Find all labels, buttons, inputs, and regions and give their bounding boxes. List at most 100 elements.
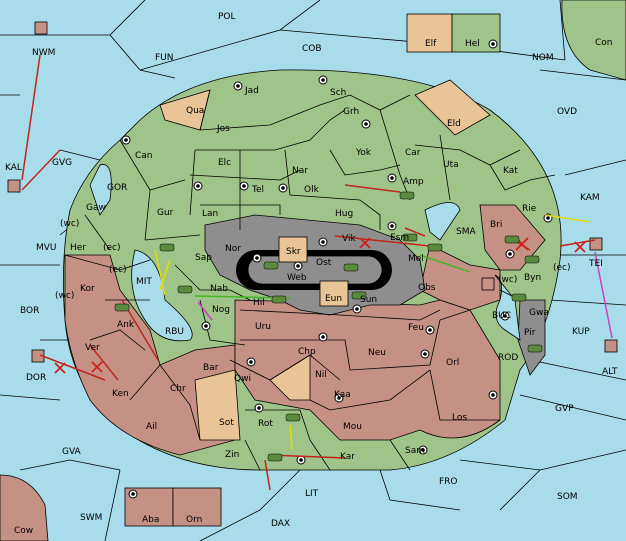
label-pol: POL xyxy=(218,12,236,22)
order-kal-nwm xyxy=(21,54,41,181)
label-zin: Zin xyxy=(225,450,239,460)
label-gvg: GVG xyxy=(52,158,72,168)
label-web: Web xyxy=(287,273,307,283)
label-con: Con xyxy=(595,38,613,48)
label-rie: Rie xyxy=(522,204,537,214)
label-eun: Eun xyxy=(325,294,342,304)
territory-orn xyxy=(172,487,222,527)
order-zin-kar xyxy=(269,454,346,459)
label-tei: TEI xyxy=(588,259,603,269)
army-unit xyxy=(399,191,415,200)
territory-skr-top xyxy=(278,236,308,263)
label-kor: Kor xyxy=(80,284,95,294)
label-mit: MIT xyxy=(136,277,152,287)
label-som: SOM xyxy=(557,492,578,502)
label-ken: Ken xyxy=(112,389,129,399)
label-ail: Ail xyxy=(146,422,157,432)
label-rod: ROD xyxy=(498,353,518,363)
label-aba: Aba xyxy=(142,515,159,525)
label-los: Los xyxy=(452,413,467,423)
territory-buc-box xyxy=(481,277,495,291)
order-kal-gvg xyxy=(21,149,61,191)
label-coast: (ec) xyxy=(109,265,127,275)
label-esm: Esm xyxy=(390,233,409,243)
label-nab: Nab xyxy=(210,284,228,294)
label-eld: Eld xyxy=(447,119,461,129)
label-elf: Elf xyxy=(425,39,437,49)
label-gwa: Gwa xyxy=(529,308,549,318)
label-her: Her xyxy=(70,243,86,253)
label-mvu: MVU xyxy=(36,243,57,253)
province-borders xyxy=(64,89,556,471)
label-rot: Rot xyxy=(258,419,273,429)
units xyxy=(114,191,543,462)
label-kal: KAL xyxy=(5,163,22,173)
label-can: Can xyxy=(135,151,153,161)
label-kup: KUP xyxy=(572,327,590,337)
order-mel-obs xyxy=(419,254,471,273)
label-hel: Hel xyxy=(465,39,480,49)
label-sam: Sam xyxy=(405,446,425,456)
label-nwm: NWM xyxy=(32,48,55,58)
label-orn: Orn xyxy=(186,515,202,525)
army-unit xyxy=(114,303,130,312)
army-unit xyxy=(524,255,540,264)
label-ank: Ank xyxy=(117,320,135,330)
label-alt: ALT xyxy=(602,367,618,377)
label-nog: Nog xyxy=(212,305,230,315)
label-ver: Ver xyxy=(85,343,100,353)
supply-centers xyxy=(121,39,553,499)
label-fun: FUN xyxy=(155,53,174,63)
territory-cow xyxy=(0,474,49,541)
label-jos: Jos xyxy=(216,124,230,134)
label-gva: GVA xyxy=(62,447,82,457)
label-nil: Nil xyxy=(315,370,327,380)
label-pir: Pir xyxy=(524,328,536,338)
label-hil: Hil xyxy=(253,298,265,308)
label-sun: Sun xyxy=(360,295,377,305)
label-chp: Chp xyxy=(298,347,316,357)
label-kat: Kat xyxy=(503,166,518,176)
label-gur: Gur xyxy=(157,208,174,218)
sea-sma xyxy=(424,202,461,241)
label-tel: Tel xyxy=(251,185,264,195)
label-jad: Jad xyxy=(244,86,259,96)
sea-labels: POL FUN COB NOM OVD GVG KAM MVU BOR SMA … xyxy=(20,12,600,529)
label-gaw: Gaw xyxy=(86,203,106,213)
territory-eun-top xyxy=(319,280,349,307)
label-neu: Neu xyxy=(368,348,386,358)
label-sot: Sot xyxy=(219,418,234,428)
label-coast: (wc) xyxy=(498,275,517,285)
label-chr: Chr xyxy=(170,384,186,394)
army-unit xyxy=(271,295,287,304)
label-hug: Hug xyxy=(335,209,353,219)
order-rot-zin xyxy=(289,424,293,451)
label-mou: Mou xyxy=(343,422,362,432)
label-qua: Qua xyxy=(186,106,204,116)
label-dor: DOR xyxy=(26,373,46,383)
sea-rbu xyxy=(131,249,193,342)
label-amp: Amp xyxy=(403,177,424,187)
label-orl: Orl xyxy=(446,358,459,368)
label-uta: Uta xyxy=(443,160,459,170)
label-skr: Skr xyxy=(286,247,301,257)
order-rie-tei xyxy=(544,214,591,223)
label-lan: Lan xyxy=(202,209,218,219)
army-unit xyxy=(427,243,443,252)
territory-sot xyxy=(194,369,241,441)
label-coast: (ec) xyxy=(103,243,121,253)
label-vik: Vik xyxy=(342,234,356,244)
label-coast: (ec) xyxy=(553,263,571,273)
label-obs: Obs xyxy=(418,283,436,293)
label-kar: Kar xyxy=(340,452,355,462)
territory-kal xyxy=(7,179,21,193)
label-coast: (wc) xyxy=(60,219,79,229)
red-south-arc xyxy=(234,299,501,441)
sea-buc xyxy=(494,274,521,341)
army-unit xyxy=(504,235,520,244)
order-zin-lit xyxy=(264,459,271,491)
army-unit xyxy=(177,285,193,294)
